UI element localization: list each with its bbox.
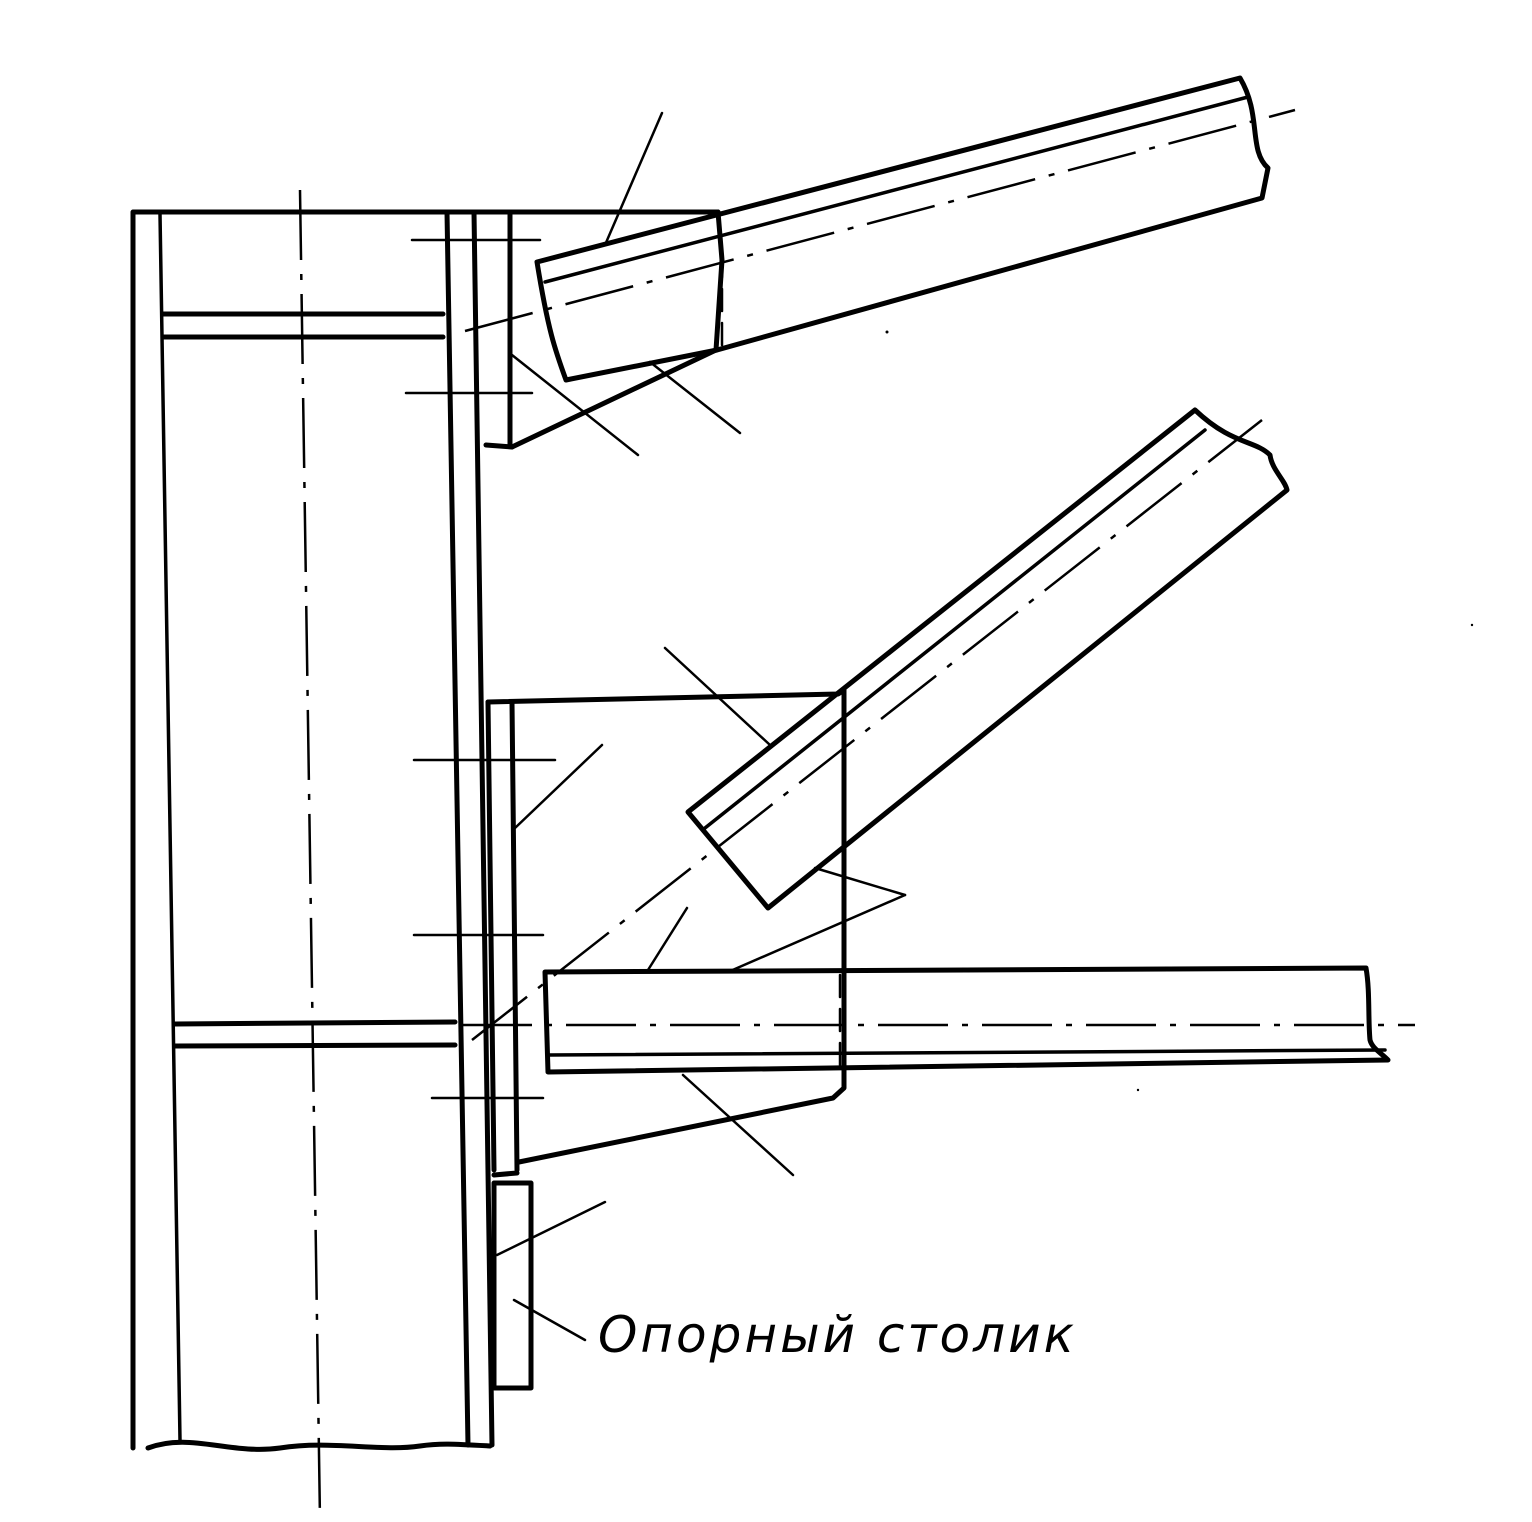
- diagonal-brace-outline: [685, 407, 1290, 911]
- column-axis: [298, 189, 322, 1521]
- upper-chord-leg-line: [543, 95, 1250, 284]
- lower-chord: [462, 965, 1415, 1075]
- weld-leader-5: [513, 743, 604, 830]
- upper-flange-plate-bottom: [483, 442, 515, 450]
- diagonal-brace: [471, 407, 1290, 1041]
- diagonal-brace-axis: [471, 419, 1263, 1041]
- support-table-leader: [512, 1298, 587, 1342]
- speck: [885, 330, 889, 334]
- speck: [1136, 1088, 1140, 1092]
- lower-gusset: [485, 687, 847, 1165]
- lower-chord-leg-line: [546, 1048, 1387, 1057]
- weld-leader-1: [603, 111, 664, 247]
- column-left-flange: [130, 209, 721, 1451]
- lower-chord-outline: [542, 965, 1391, 1075]
- speck: [1470, 623, 1474, 627]
- upper-chord-axis: [464, 108, 1296, 333]
- weld-leader-2: [510, 353, 640, 457]
- column-left-flange-inner: [158, 212, 182, 1442]
- column-right-flange-inner: [471, 209, 495, 1448]
- lower-stiffener-top: [172, 1019, 458, 1027]
- weld-leaders: [495, 111, 907, 1257]
- upper-chord: [464, 75, 1296, 383]
- support-table-plate: [491, 1180, 534, 1391]
- weld-leader-6: [813, 866, 907, 897]
- weld-leader-4: [663, 646, 772, 747]
- column-right-flange-outer: [444, 209, 471, 1448]
- lower-flange-plate-bottom: [491, 1170, 520, 1178]
- support-table-label: Опорный столик: [598, 1306, 1077, 1364]
- support-table: Опорный столик: [491, 1180, 1077, 1391]
- upper-chord-outline: [534, 75, 1271, 383]
- weld-leader-9: [681, 1073, 795, 1177]
- column-break-line: [145, 1439, 493, 1452]
- diagonal-brace-leg-line: [703, 428, 1207, 830]
- weld-leader-10: [495, 1200, 607, 1257]
- column: [130, 189, 721, 1521]
- weld-leader-7: [726, 893, 907, 974]
- weld-leader-8: [646, 906, 689, 972]
- lower-joint: [412, 687, 847, 1178]
- stiffeners: [160, 311, 458, 1049]
- upper-gusset: [509, 209, 725, 450]
- weld-leader-3: [648, 360, 742, 435]
- lower-stiffener-bottom: [172, 1042, 458, 1049]
